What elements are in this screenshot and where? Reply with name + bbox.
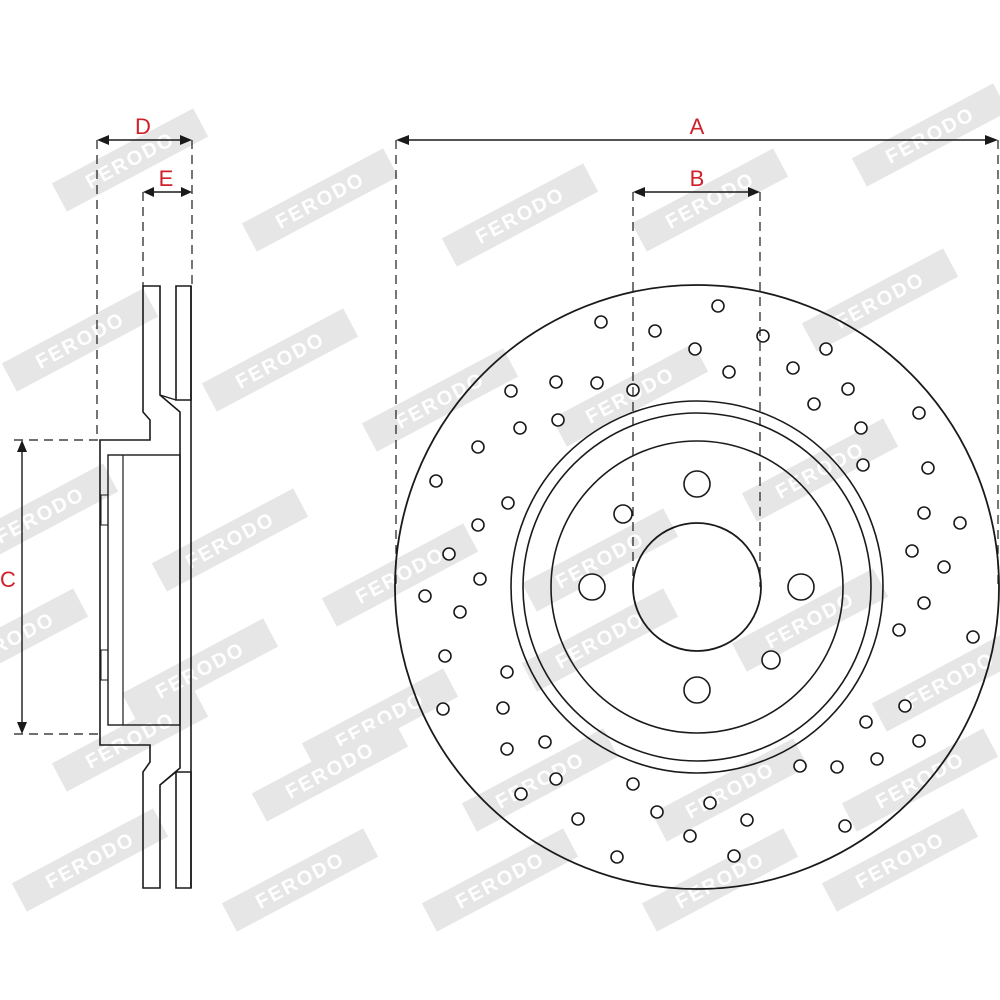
drill-hole <box>626 777 640 791</box>
drill-hole <box>549 375 563 389</box>
drill-hole <box>551 413 565 427</box>
label-d: D <box>135 114 151 139</box>
drill-hole <box>610 850 624 864</box>
stud-holes <box>578 470 815 704</box>
disc-side-section <box>99 285 192 889</box>
drill-hole <box>703 796 717 810</box>
drill-hole <box>504 384 518 398</box>
drill-hole <box>648 324 662 338</box>
drill-hole <box>727 849 741 863</box>
drill-hole <box>740 813 754 827</box>
drill-hole <box>854 421 868 435</box>
stud-hole <box>578 573 606 601</box>
drill-hole <box>711 299 725 313</box>
drill-hole <box>418 589 432 603</box>
drill-hole <box>594 315 608 329</box>
drill-hole <box>953 516 967 530</box>
drill-hole <box>471 518 485 532</box>
stud-hole <box>613 504 633 524</box>
dimension-a: A <box>395 114 999 587</box>
drill-hole <box>442 547 456 561</box>
drill-hole <box>500 665 514 679</box>
drill-hole <box>514 787 528 801</box>
drill-hole <box>590 376 604 390</box>
drill-hole <box>912 734 926 748</box>
drill-hole <box>819 342 833 356</box>
drill-hole <box>830 760 844 774</box>
dimension-c: C <box>0 439 100 735</box>
dimension-b: B <box>632 166 761 587</box>
drill-hole <box>683 829 697 843</box>
drill-hole <box>513 421 527 435</box>
dimension-d: D <box>96 114 193 440</box>
drill-hole <box>898 699 912 713</box>
drill-hole <box>937 560 951 574</box>
cross-drilled-holes <box>418 299 980 864</box>
stud-hole <box>683 470 711 498</box>
drill-hole <box>912 406 926 420</box>
drill-hole <box>905 544 919 558</box>
label-c: C <box>0 567 16 592</box>
svg-text:FERODO: FERODO <box>0 608 59 673</box>
drill-hole <box>453 605 467 619</box>
drill-hole <box>917 506 931 520</box>
drill-hole <box>650 805 664 819</box>
label-a: A <box>690 114 705 139</box>
drill-hole <box>722 365 736 379</box>
drill-hole <box>921 461 935 475</box>
drill-hole <box>756 329 770 343</box>
drill-hole <box>429 474 443 488</box>
drill-hole <box>870 752 884 766</box>
drill-hole <box>688 342 702 356</box>
drill-hole <box>793 759 807 773</box>
stud-hole <box>787 573 815 601</box>
drill-hole <box>807 397 821 411</box>
drill-hole <box>501 496 515 510</box>
drill-hole <box>496 701 510 715</box>
drill-hole <box>500 742 514 756</box>
drill-hole <box>841 382 855 396</box>
drill-hole <box>838 819 852 833</box>
drill-hole <box>786 361 800 375</box>
stud-hole <box>683 676 711 704</box>
drill-hole <box>471 440 485 454</box>
drill-hole <box>917 596 931 610</box>
label-e: E <box>159 166 174 191</box>
drill-hole <box>549 772 563 786</box>
stud-hole <box>761 650 781 670</box>
drill-hole <box>856 458 870 472</box>
drill-hole <box>538 735 552 749</box>
disc-front-view <box>394 284 1000 890</box>
label-b: B <box>690 166 705 191</box>
drill-hole <box>966 630 980 644</box>
drill-hole <box>473 572 487 586</box>
drill-hole <box>436 702 450 716</box>
drill-hole <box>571 812 585 826</box>
dimension-e: E <box>142 166 192 286</box>
drill-hole <box>438 649 452 663</box>
drill-hole <box>859 715 873 729</box>
drill-hole <box>892 623 906 637</box>
